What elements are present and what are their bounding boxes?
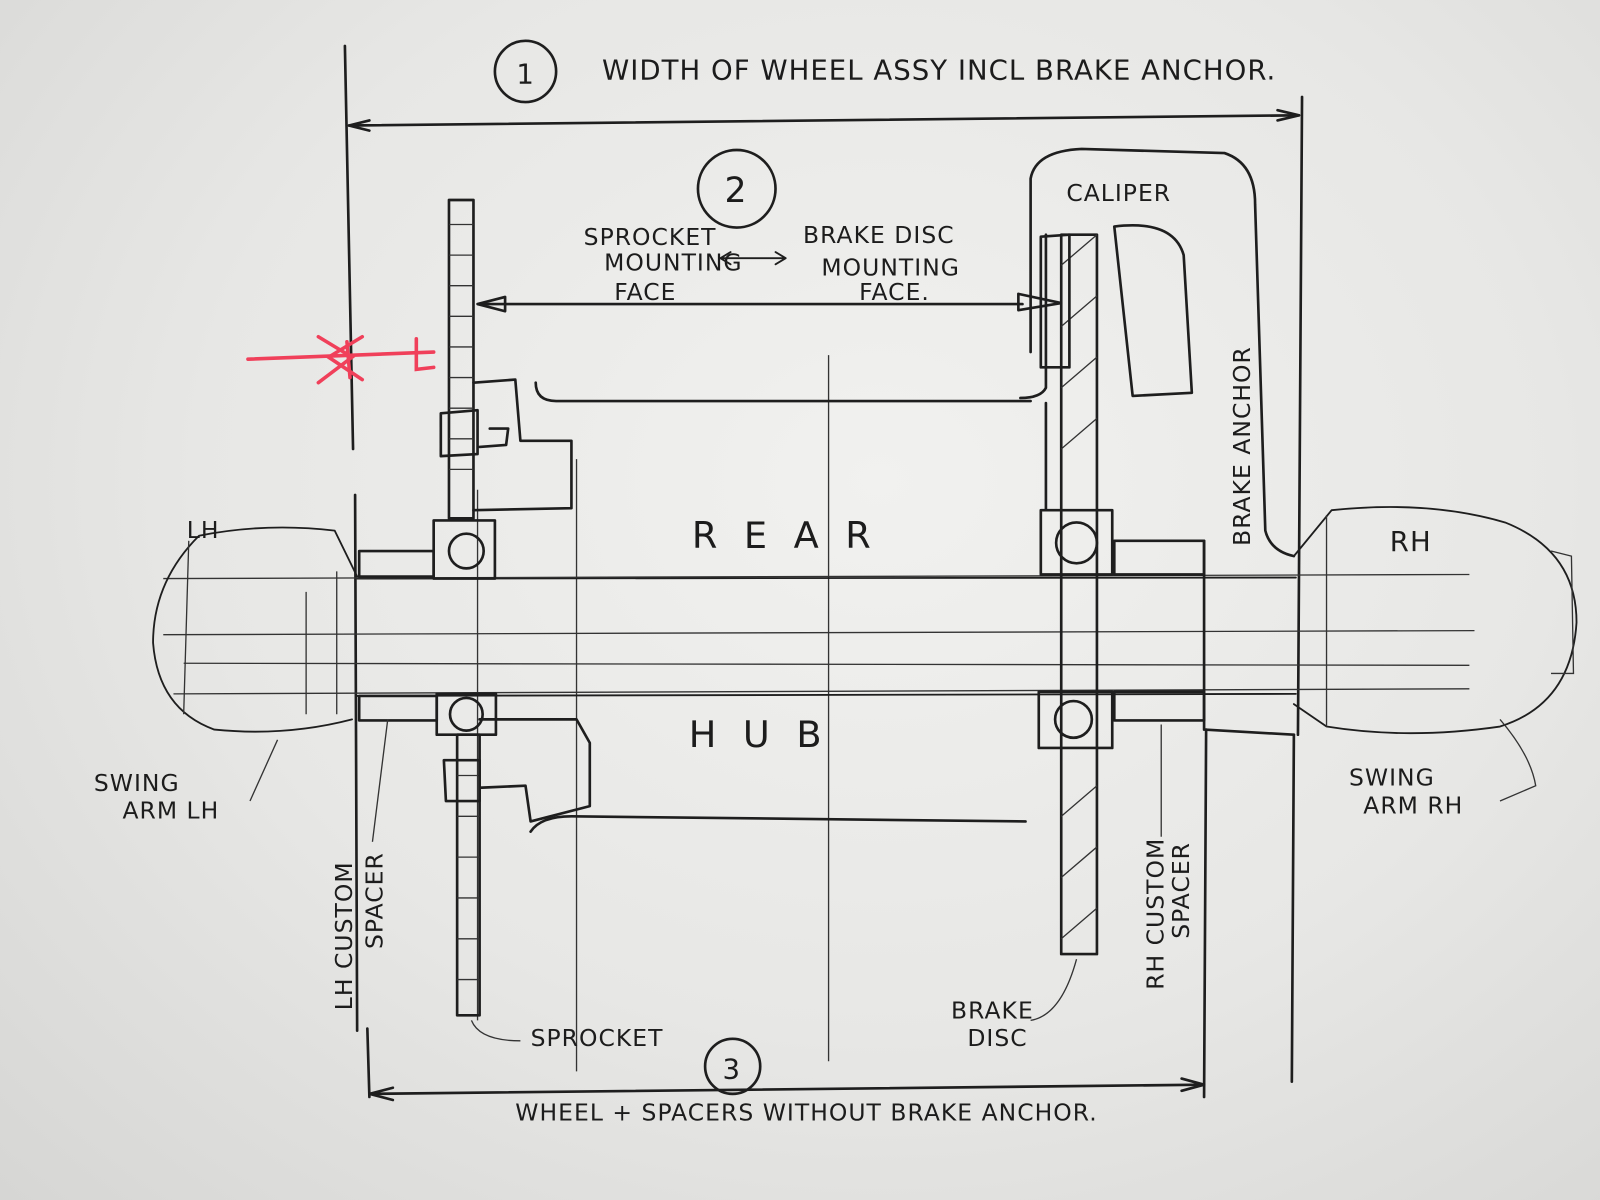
bearings [432, 508, 1114, 750]
hub-upper-line [534, 381, 1032, 403]
disc-face-label-2: MOUNTING [821, 254, 960, 282]
hub-lower-line [529, 815, 1027, 833]
brake-anchor-label: BRAKE ANCHOR [1228, 346, 1256, 546]
swing-arm-rh-label-2: ARM RH [1363, 791, 1463, 819]
dimension-2: 2 SPROCKET MOUNTING FACE BRAKE DISC MOUN… [476, 148, 1063, 313]
red-correction-mark [246, 334, 436, 385]
sprocket-face-label-3: FACE [614, 278, 676, 306]
axle [163, 573, 1475, 697]
lh-spacer-label-2: SPACER [361, 852, 389, 949]
dimension-2-number: 2 [724, 171, 747, 211]
dimension-1-label: WIDTH OF WHEEL ASSY INCL BRAKE ANCHOR. [602, 55, 1276, 87]
swing-arm-lh-label-1: SWING [94, 769, 180, 797]
dimension-1-number: 1 [516, 59, 535, 91]
dimension-3: 3 WHEEL + SPACERS WITHOUT BRAKE ANCHOR. [366, 728, 1208, 1126]
dimension-1: 1 WIDTH OF WHEEL ASSY INCL BRAKE ANCHOR. [343, 39, 1304, 1083]
brake-disc-leader [1030, 959, 1078, 1022]
sprocket-leader [470, 1020, 521, 1042]
disc-face-label-3: FACE. [859, 278, 930, 306]
hub-label: HUB [689, 713, 848, 756]
swing-arm-rh-label-1: SWING [1349, 764, 1435, 792]
dimension-3-number: 3 [722, 1054, 741, 1086]
rh-spacer-label-2: SPACER [1167, 842, 1195, 939]
sprocket [439, 198, 592, 1017]
brake-disc-label-1: BRAKE [951, 996, 1034, 1024]
caliper-label: CALIPER [1066, 179, 1171, 207]
swing-arm-rh: RH SWING ARM RH [1292, 506, 1578, 819]
sprocket-face-label-1: SPROCKET [584, 223, 717, 251]
rh-label: RH [1390, 526, 1432, 558]
dimension-3-label: WHEEL + SPACERS WITHOUT BRAKE ANCHOR. [515, 1098, 1097, 1126]
sprocket-label: SPROCKET [531, 1024, 664, 1052]
lh-spacer-leader [371, 719, 389, 842]
swing-arm-lh-label-2: ARM LH [122, 796, 219, 824]
disc-face-label-1: BRAKE DISC [803, 221, 955, 249]
brake-disc-label-2: DISC [967, 1024, 1027, 1052]
swing-arm-lh: LH SWING ARM LH [94, 516, 359, 824]
brake-assembly: CALIPER BRAKE ANCHOR [1019, 147, 1296, 956]
sprocket-face-label-2: MOUNTING [604, 248, 743, 276]
lh-label: LH [187, 516, 220, 544]
lh-spacer-label-1: LH CUSTOM [330, 861, 358, 1010]
rh-spacer-label-1: RH CUSTOM [1141, 838, 1169, 990]
rear-label: REAR [692, 514, 897, 557]
